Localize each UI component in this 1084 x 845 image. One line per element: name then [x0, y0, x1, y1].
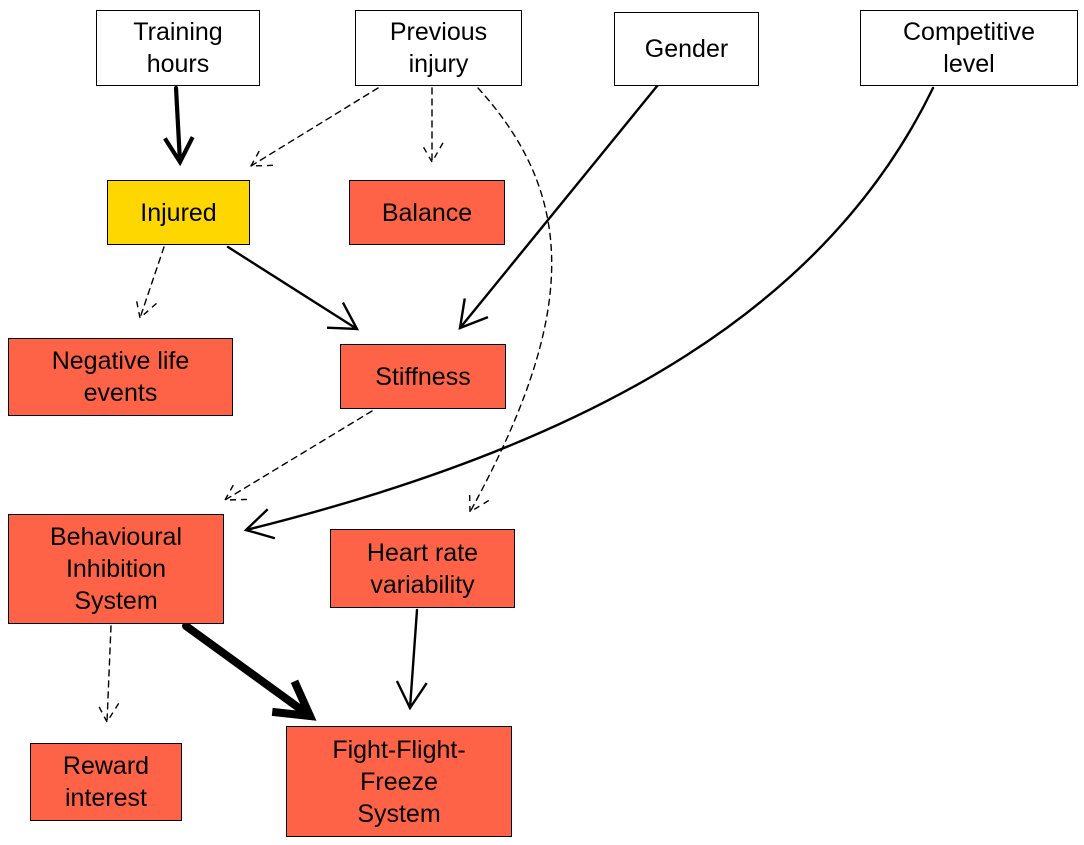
arrowhead: [420, 142, 444, 164]
node-reward-interest: Reward interest: [30, 743, 182, 821]
edge-line: [182, 622, 314, 720]
edge-line: [469, 87, 553, 513]
node-balance: Balance: [349, 180, 505, 245]
edge-behavioural-inhibition-system-to-fight-flight-freeze-system: [182, 622, 317, 721]
node-heart-rate-variability-label: Heart rate variability: [366, 538, 479, 599]
node-training-hours: Training hours: [96, 10, 260, 86]
arrowhead: [135, 296, 157, 320]
arrowhead: [458, 298, 489, 330]
node-stiffness-label: Stiffness: [375, 362, 471, 391]
node-balance-label: Balance: [381, 198, 473, 227]
node-behavioural-inhibition-system: Behavioural Inhibition System: [8, 514, 224, 624]
node-stiffness: Stiffness: [340, 344, 506, 409]
arrowhead: [243, 508, 276, 540]
node-negative-life-events: Negative life events: [8, 338, 233, 416]
edge-previous-injury-to-balance: [420, 87, 444, 164]
node-reward-interest-label: Reward interest: [62, 752, 150, 812]
node-gender-label: Gender: [644, 35, 729, 63]
edge-line: [250, 87, 379, 167]
node-competitive-level-label: Competitive level: [903, 18, 1035, 78]
arrowhead: [468, 489, 490, 514]
node-heart-rate-variability: Heart rate variability: [330, 529, 515, 608]
edge-previous-injury-to-heart-rate-variability: [468, 87, 553, 514]
node-training-hours-label: Training hours: [133, 18, 223, 78]
node-negative-life-events-label: Negative life events: [51, 347, 190, 407]
node-fight-flight-freeze-system-label: Fight-Flight- Freeze System: [332, 735, 466, 828]
edge-heart-rate-variability-to-fight-flight-freeze-system: [395, 608, 428, 711]
node-previous-injury-label: Previous injury: [389, 18, 488, 78]
edge-injured-to-stiffness: [226, 245, 360, 331]
arrowhead: [96, 702, 120, 724]
edge-training-hours-to-injured: [163, 85, 195, 167]
node-behavioural-inhibition-system-label: Behavioural Inhibition System: [49, 523, 183, 615]
edge-line: [226, 245, 359, 331]
node-fight-flight-freeze-system: Fight-Flight- Freeze System: [286, 726, 512, 837]
arrowhead: [223, 480, 248, 501]
node-previous-injury: Previous injury: [355, 10, 522, 86]
edge-line: [244, 86, 935, 532]
edge-stiffness-to-behavioural-inhibition-system: [223, 410, 373, 501]
edge-line: [408, 608, 419, 710]
edge-competitive-level-to-behavioural-inhibition-system: [243, 86, 935, 540]
node-injured-label: Injured: [140, 198, 217, 227]
edge-injured-to-negative-life-events: [135, 246, 165, 320]
node-injured: Injured: [107, 180, 250, 245]
edge-line: [106, 625, 112, 723]
edge-previous-injury-to-injured: [249, 87, 379, 167]
node-competitive-level: Competitive level: [860, 10, 1078, 86]
arrowhead: [249, 146, 274, 167]
arrowhead: [395, 680, 428, 711]
edge-line: [224, 410, 373, 501]
arrowhead: [326, 301, 360, 331]
arrowhead: [271, 679, 317, 721]
edge-line: [458, 78, 664, 330]
edge-line: [139, 246, 165, 319]
arrowhead: [163, 136, 195, 167]
edge-behavioural-inhibition-system-to-reward-interest: [96, 625, 120, 724]
edge-gender-to-stiffness: [458, 78, 664, 330]
edge-line: [173, 85, 183, 165]
node-gender: Gender: [614, 12, 759, 86]
